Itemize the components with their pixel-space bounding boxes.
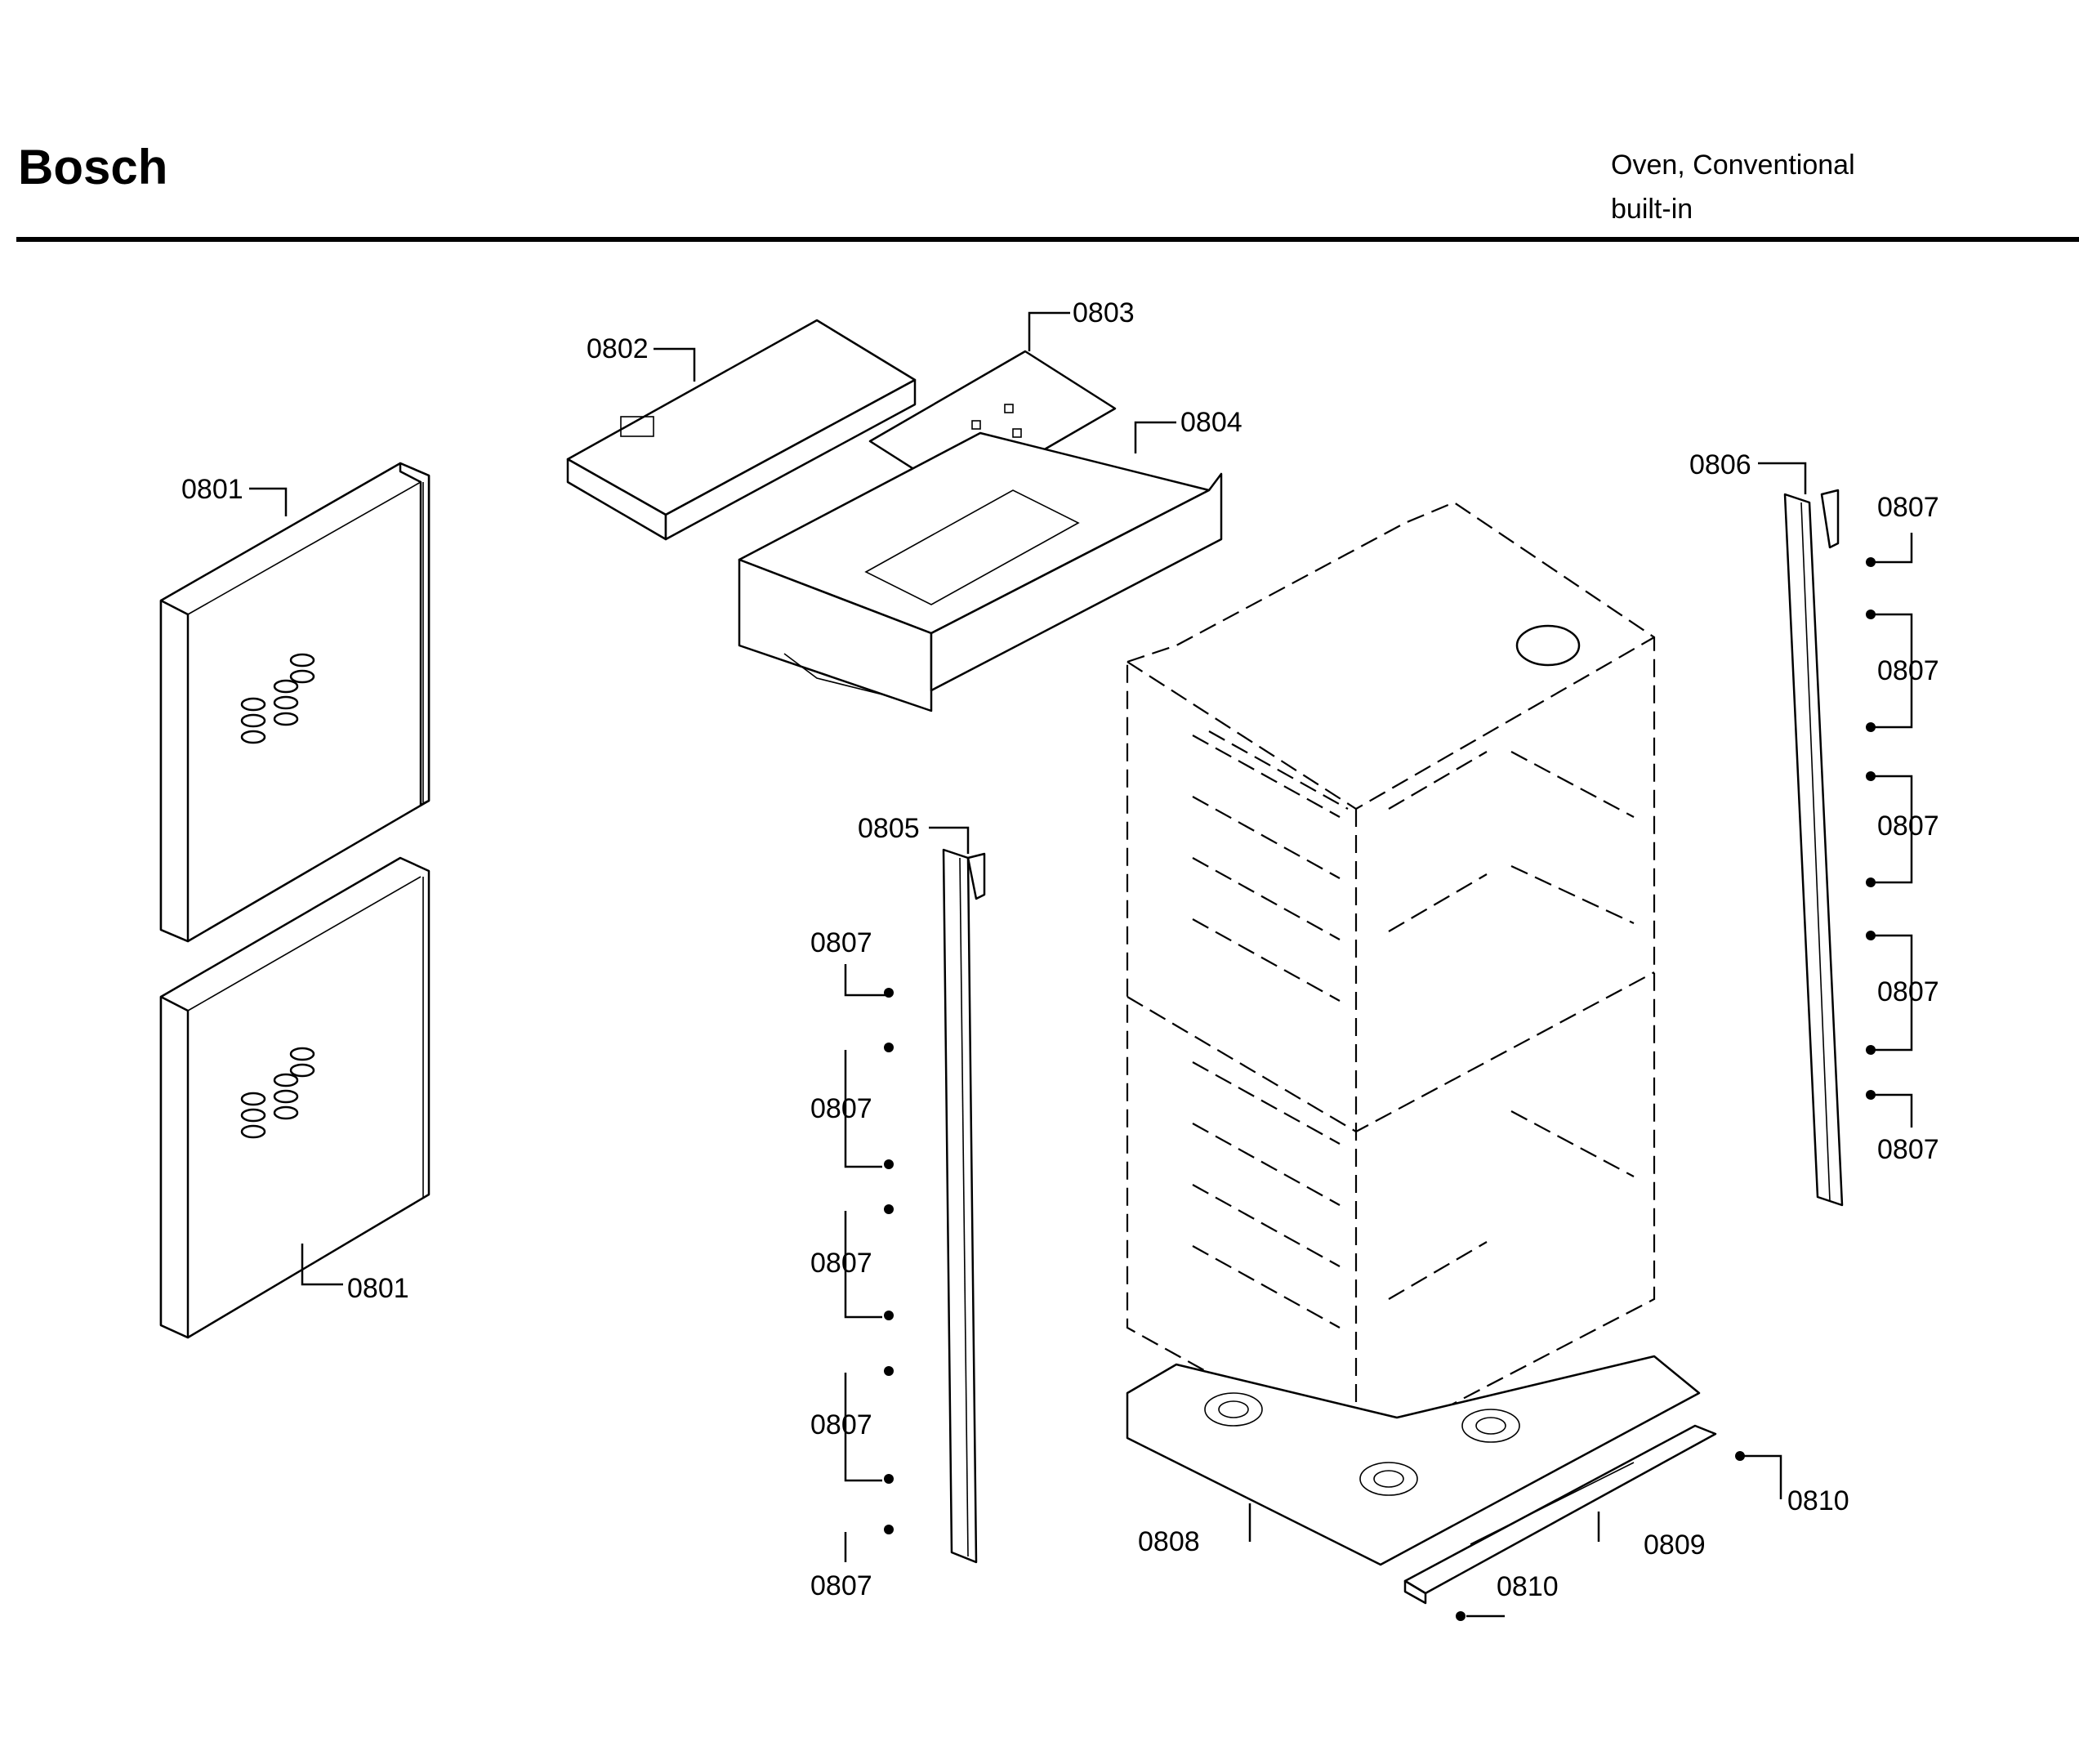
callout-0801-lower: 0801 [347, 1273, 409, 1304]
callout-0807-right-5: 0807 [1877, 1134, 1939, 1165]
side-panel-upper [159, 462, 431, 943]
callout-0807-left-5: 0807 [810, 1570, 872, 1601]
callout-0810-right: 0810 [1787, 1485, 1849, 1516]
side-panel-lower [159, 856, 431, 1339]
callout-0807-right-1: 0807 [1877, 492, 1939, 523]
callout-0807-left-4: 0807 [810, 1409, 872, 1440]
callout-0807-left-2: 0807 [810, 1093, 872, 1124]
vent-slots-lower [240, 1047, 315, 1139]
callout-0805: 0805 [858, 813, 920, 844]
fan-motor-icon [1515, 624, 1581, 667]
callout-0809: 0809 [1644, 1530, 1706, 1561]
callout-0808: 0808 [1138, 1526, 1200, 1557]
brand-title: Bosch [18, 140, 168, 194]
callout-0801-upper: 0801 [181, 474, 243, 505]
callout-labels: 0801 0801 0802 0803 0804 0805 0806 0807 … [181, 297, 1939, 1602]
callout-0806: 0806 [1689, 449, 1751, 480]
product-description: Oven, Conventional built-in [1611, 143, 1855, 231]
callout-0807-right-4: 0807 [1877, 976, 1939, 1007]
callout-0807-right-2: 0807 [1877, 655, 1939, 686]
front-trim-strip [1403, 1424, 1717, 1605]
rack-guides [1192, 735, 1635, 1329]
callout-0802: 0802 [587, 333, 649, 364]
product-line-1: Oven, Conventional [1611, 150, 1855, 181]
vent-slots-upper [240, 653, 315, 744]
rail-left [942, 848, 986, 1564]
product-line-2: built-in [1611, 194, 1693, 225]
header-divider [16, 237, 2079, 242]
callout-0803: 0803 [1073, 297, 1135, 328]
callout-0807-right-3: 0807 [1877, 811, 1939, 842]
leader-lines [249, 311, 1913, 1618]
top-tray [738, 431, 1223, 712]
screws [884, 557, 1876, 1621]
callout-0807-left-3: 0807 [810, 1248, 872, 1279]
callout-0810-bottom: 0810 [1497, 1571, 1559, 1602]
rail-right [1783, 489, 1844, 1207]
callout-0807-left-1: 0807 [810, 927, 872, 958]
callout-0804: 0804 [1180, 407, 1242, 438]
oven-cavity-housing [1126, 501, 1656, 1456]
control-panel-bracket [566, 319, 917, 541]
bottom-plate [1126, 1355, 1701, 1566]
